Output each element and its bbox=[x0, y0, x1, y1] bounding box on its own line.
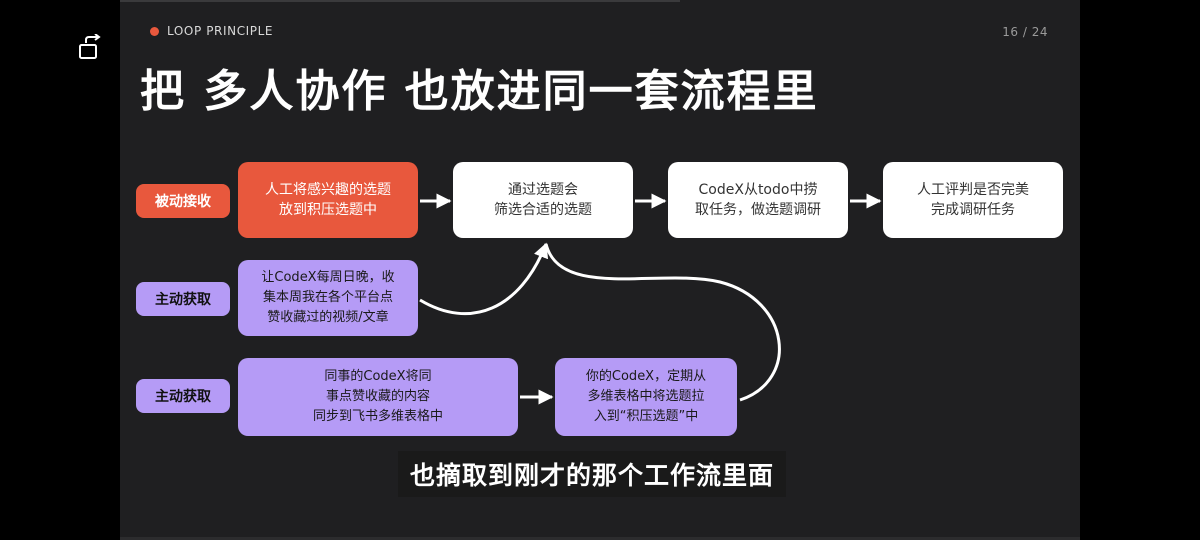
slide: LOOP PRINCIPLE 16 / 24 把 多人协作 也放进同一套流程里 … bbox=[120, 0, 1080, 540]
rotate-screen-button[interactable] bbox=[76, 33, 108, 64]
slide-kicker: LOOP PRINCIPLE bbox=[150, 24, 273, 38]
progress-line bbox=[120, 0, 680, 2]
step-manual-add-topic-label: 人工将感兴趣的选题 放到积压选题中 bbox=[265, 182, 391, 218]
step-weekly-collect: 让CodeX每周日晚，收 集本周我在各个平台点 赞收藏过的视频/文章 bbox=[238, 260, 418, 336]
arrow-mycodex-loop-to-filter bbox=[544, 243, 781, 402]
rotate-screen-icon bbox=[79, 33, 101, 59]
step-codex-research-label: CodeX从todo中捞 取任务，做选题调研 bbox=[695, 182, 821, 218]
flow-connectors bbox=[419, 193, 882, 405]
page-indicator: 16 / 24 bbox=[1002, 25, 1048, 39]
step-weekly-collect-label: 让CodeX每周日晚，收 集本周我在各个平台点 赞收藏过的视频/文章 bbox=[261, 270, 395, 325]
tag-passive-receive: 被动接收 bbox=[136, 184, 230, 218]
step-manual-add-topic: 人工将感兴趣的选题 放到积压选题中 bbox=[238, 162, 418, 238]
kicker-label: LOOP PRINCIPLE bbox=[167, 24, 274, 38]
red-dot-icon bbox=[150, 26, 159, 36]
step-manual-review-label: 人工评判是否完美 完成调研任务 bbox=[917, 182, 1029, 218]
arrow-weekly-to-filter bbox=[419, 242, 549, 316]
step-my-codex-pull: 你的CodeX，定期从 多维表格中将选题拉 入到“积压选题”中 bbox=[555, 358, 737, 436]
tag-active-fetch-1: 主动获取 bbox=[136, 282, 230, 316]
step-colleague-sync: 同事的CodeX将同 事点赞收藏的内容 同步到飞书多维表格中 bbox=[238, 358, 518, 436]
video-caption: 也摘取到刚才的那个工作流里面 bbox=[398, 451, 787, 497]
slide-bottom-bar bbox=[120, 537, 1080, 540]
slide-title: 把 多人协作 也放进同一套流程里 bbox=[140, 66, 819, 117]
step-codex-research: CodeX从todo中捞 取任务，做选题调研 bbox=[668, 162, 848, 238]
tag-active-fetch-2: 主动获取 bbox=[136, 379, 230, 413]
step-manual-review: 人工评判是否完美 完成调研任务 bbox=[883, 162, 1063, 238]
step-filter-topics: 通过选题会 筛选合适的选题 bbox=[453, 162, 633, 238]
step-my-codex-pull-label: 你的CodeX，定期从 多维表格中将选题拉 入到“积压选题”中 bbox=[585, 369, 707, 424]
step-filter-topics-label: 通过选题会 筛选合适的选题 bbox=[494, 182, 592, 218]
step-colleague-sync-label: 同事的CodeX将同 事点赞收藏的内容 同步到飞书多维表格中 bbox=[312, 369, 443, 424]
